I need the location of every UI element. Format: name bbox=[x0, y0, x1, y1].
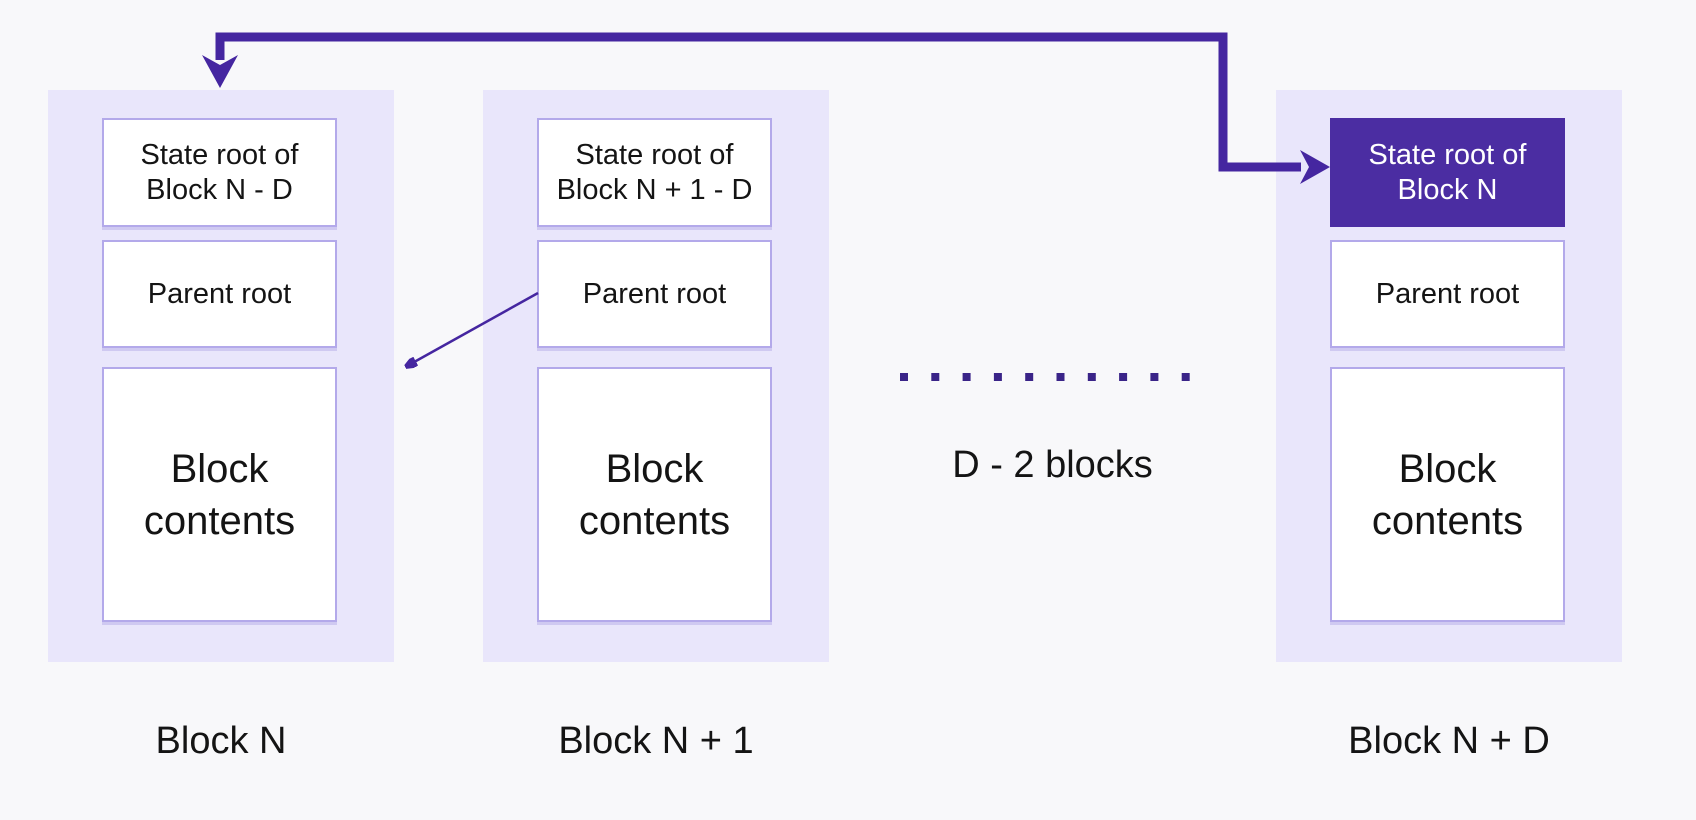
parent-root-box: Parent root bbox=[1330, 240, 1565, 348]
block-n-label: Block N bbox=[155, 719, 287, 762]
block-contents-box: Block contents bbox=[102, 367, 337, 622]
state-root-text: State root of Block N bbox=[1368, 139, 1527, 206]
parent-root-text: Parent root bbox=[147, 277, 292, 310]
arrowhead-down-icon bbox=[202, 55, 238, 88]
block-n-plus-d-label: Block N + D bbox=[1348, 719, 1550, 762]
block-contents-box: Block contents bbox=[537, 367, 772, 622]
block-n-container: State root of Block N - D Parent root Bl… bbox=[48, 90, 394, 662]
block-n-plus-d-container: State root of Block N Parent root Block … bbox=[1276, 90, 1622, 662]
block-n-plus-1-label: Block N + 1 bbox=[558, 719, 754, 762]
block-contents-box: Block contents bbox=[1330, 367, 1565, 622]
state-root-text: State root of Block N - D bbox=[140, 139, 299, 206]
parent-root-text: Parent root bbox=[582, 277, 727, 310]
block-contents-text: Block contents bbox=[1371, 446, 1524, 543]
block-n-plus-1-container: State root of Block N + 1 - D Parent roo… bbox=[483, 90, 829, 662]
parent-root-box: Parent root bbox=[537, 240, 772, 348]
block-contents-text: Block contents bbox=[578, 446, 731, 543]
parent-root-box: Parent root bbox=[102, 240, 337, 348]
state-root-box: State root of Block N - D bbox=[102, 118, 337, 227]
block-contents-text: Block contents bbox=[143, 446, 296, 543]
state-root-box-highlighted: State root of Block N bbox=[1330, 118, 1565, 227]
state-root-text: State root of Block N + 1 - D bbox=[556, 139, 753, 206]
parent-root-text: Parent root bbox=[1375, 277, 1520, 310]
gap-label: D - 2 blocks bbox=[952, 443, 1153, 486]
state-root-box: State root of Block N + 1 - D bbox=[537, 118, 772, 227]
